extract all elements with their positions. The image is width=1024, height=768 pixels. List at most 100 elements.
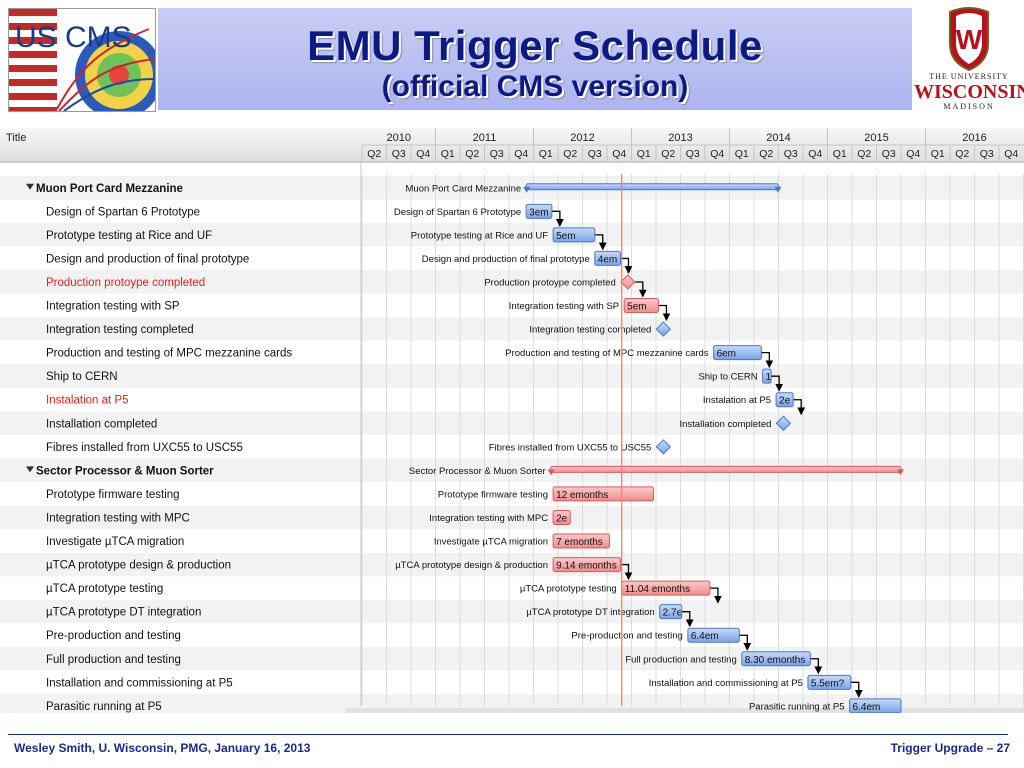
task-title[interactable]: Design of Spartan 6 Prototype [46,206,200,218]
task-bar[interactable] [807,674,852,690]
task-duration-label: 6.4em [853,702,881,713]
year-label: 2014 [766,132,790,144]
task-title[interactable]: Production protoype completed [46,277,205,289]
task-title[interactable]: Design and production of final prototype [46,253,249,265]
task-title[interactable]: Integration testing with SP [46,301,180,313]
year-label: 2015 [864,132,888,144]
bar-label: Integration testing completed [529,325,651,336]
task-bar[interactable] [775,392,794,408]
quarter-label: Q4 [514,148,528,160]
task-title[interactable]: µTCA prototype DT integration [46,607,201,619]
task-bar[interactable] [552,227,596,243]
dependency-arrow [551,210,564,227]
task-bar[interactable] [552,509,571,525]
task-title[interactable]: Production and testing of MPC mezzanine … [46,348,292,360]
task-title[interactable]: µTCA prototype design & production [46,560,231,572]
task-title[interactable]: Full production and testing [46,654,181,666]
row-stripe [0,340,1024,365]
task-title[interactable]: Pre-production and testing [46,630,181,642]
slide-subtitle: (official CMS version) [381,70,689,103]
title-column-header[interactable]: Title [6,132,26,144]
task-title[interactable]: Integration testing completed [46,324,194,336]
task-title[interactable]: Ship to CERN [46,371,118,383]
bar-label: Ship to CERN [698,372,757,383]
milestone-diamond[interactable] [620,274,636,290]
milestone-diamond[interactable] [775,415,792,431]
bar-label: Production protoype completed [484,277,616,288]
year-label: 2013 [668,132,692,144]
summary-bar[interactable] [550,465,902,473]
bar-label: µTCA prototype DT integration [526,607,654,618]
bar-label: Fibres installed from UXC55 to USC55 [489,442,652,453]
task-bar[interactable] [552,486,655,502]
year-label: 2011 [473,132,497,144]
group-title[interactable]: Sector Processor & Muon Sorter [36,465,214,477]
horizontal-scrollbar[interactable] [346,708,1024,713]
bar-label: Prototype testing at Rice and UF [411,230,548,241]
quarter-label: Q4 [1004,148,1018,160]
bar-label: Pre-production and testing [571,631,682,642]
dependency-arrow [771,375,784,392]
quarter-label: Q3 [490,148,504,160]
task-bar[interactable] [713,345,762,361]
dependency-arrow [658,304,671,322]
task-title[interactable]: Instalation at P5 [46,395,128,407]
row-stripe [0,317,1024,341]
dependency-arrow [761,351,774,369]
row-stripe [0,576,1024,600]
summary-bar-cap [897,469,904,476]
bar-label: Muon Port Card Mezzanine [406,183,522,194]
bar-label: Sector Processor & Muon Sorter [409,466,546,477]
row-stripe [0,599,1024,624]
bar-label: Production and testing of MPC mezzanine … [505,348,709,359]
uw-madison-logo: W THE UNIVERSITY WISCONSIN MADISON [914,4,1024,112]
task-bar[interactable] [762,368,772,384]
task-title[interactable]: Installation and commissioning at P5 [46,677,233,689]
quarter-label: Q4 [612,148,626,160]
task-bar[interactable] [594,250,621,266]
uw-line-1: THE UNIVERSITY [929,72,1009,81]
milestone-diamond[interactable] [655,439,672,455]
task-bar[interactable] [552,557,621,573]
task-bar[interactable] [552,533,610,549]
bar-label: Prototype firmware testing [438,489,548,500]
task-bar[interactable] [741,651,811,667]
task-duration-label: 6.4em [691,631,719,642]
uw-crest-icon: W [949,7,989,72]
task-title[interactable]: Parasitic running at P5 [46,701,162,713]
task-title[interactable]: Prototype firmware testing [46,489,180,501]
task-duration-label: 8.30 emonths [745,655,806,666]
task-bar[interactable] [623,298,659,314]
task-bar[interactable] [849,698,902,713]
task-bar[interactable] [687,627,740,643]
footer-divider [8,734,1008,735]
row-stripe [0,552,1024,577]
disclosure-triangle-icon[interactable] [26,466,34,473]
uw-crest-letter: W [956,24,983,55]
task-bar[interactable] [525,203,553,219]
title-band: EMU Trigger Schedule (official CMS versi… [158,8,912,110]
group-title[interactable]: Muon Port Card Mezzanine [36,183,183,195]
bar-label: µTCA prototype testing [520,584,617,595]
task-title[interactable]: µTCA prototype testing [46,583,163,595]
quarter-label: Q4 [416,148,430,160]
task-duration-label: 2e [556,513,568,524]
year-label: 2010 [387,132,411,144]
quarter-label: Q3 [686,148,700,160]
task-title[interactable]: Fibres installed from UXC55 to USC55 [46,442,243,454]
row-stripe [0,246,1024,271]
disclosure-triangle-icon[interactable] [26,183,34,190]
task-title[interactable]: Investigate µTCA migration [46,536,184,548]
task-duration-label: 3em [529,207,548,218]
summary-bar[interactable] [525,183,780,191]
milestone-diamond[interactable] [655,321,672,337]
task-title[interactable]: Prototype testing at Rice and UF [46,230,212,242]
task-duration-label: 5em [627,302,646,313]
task-title[interactable]: Installation completed [46,418,157,430]
bar-label: Integration testing with MPC [429,513,548,524]
task-bar[interactable] [659,604,683,620]
uscms-logo: US CMS [8,8,156,112]
task-title[interactable]: Integration testing with MPC [46,512,190,524]
uscms-logo-graphic: US CMS [9,9,155,111]
